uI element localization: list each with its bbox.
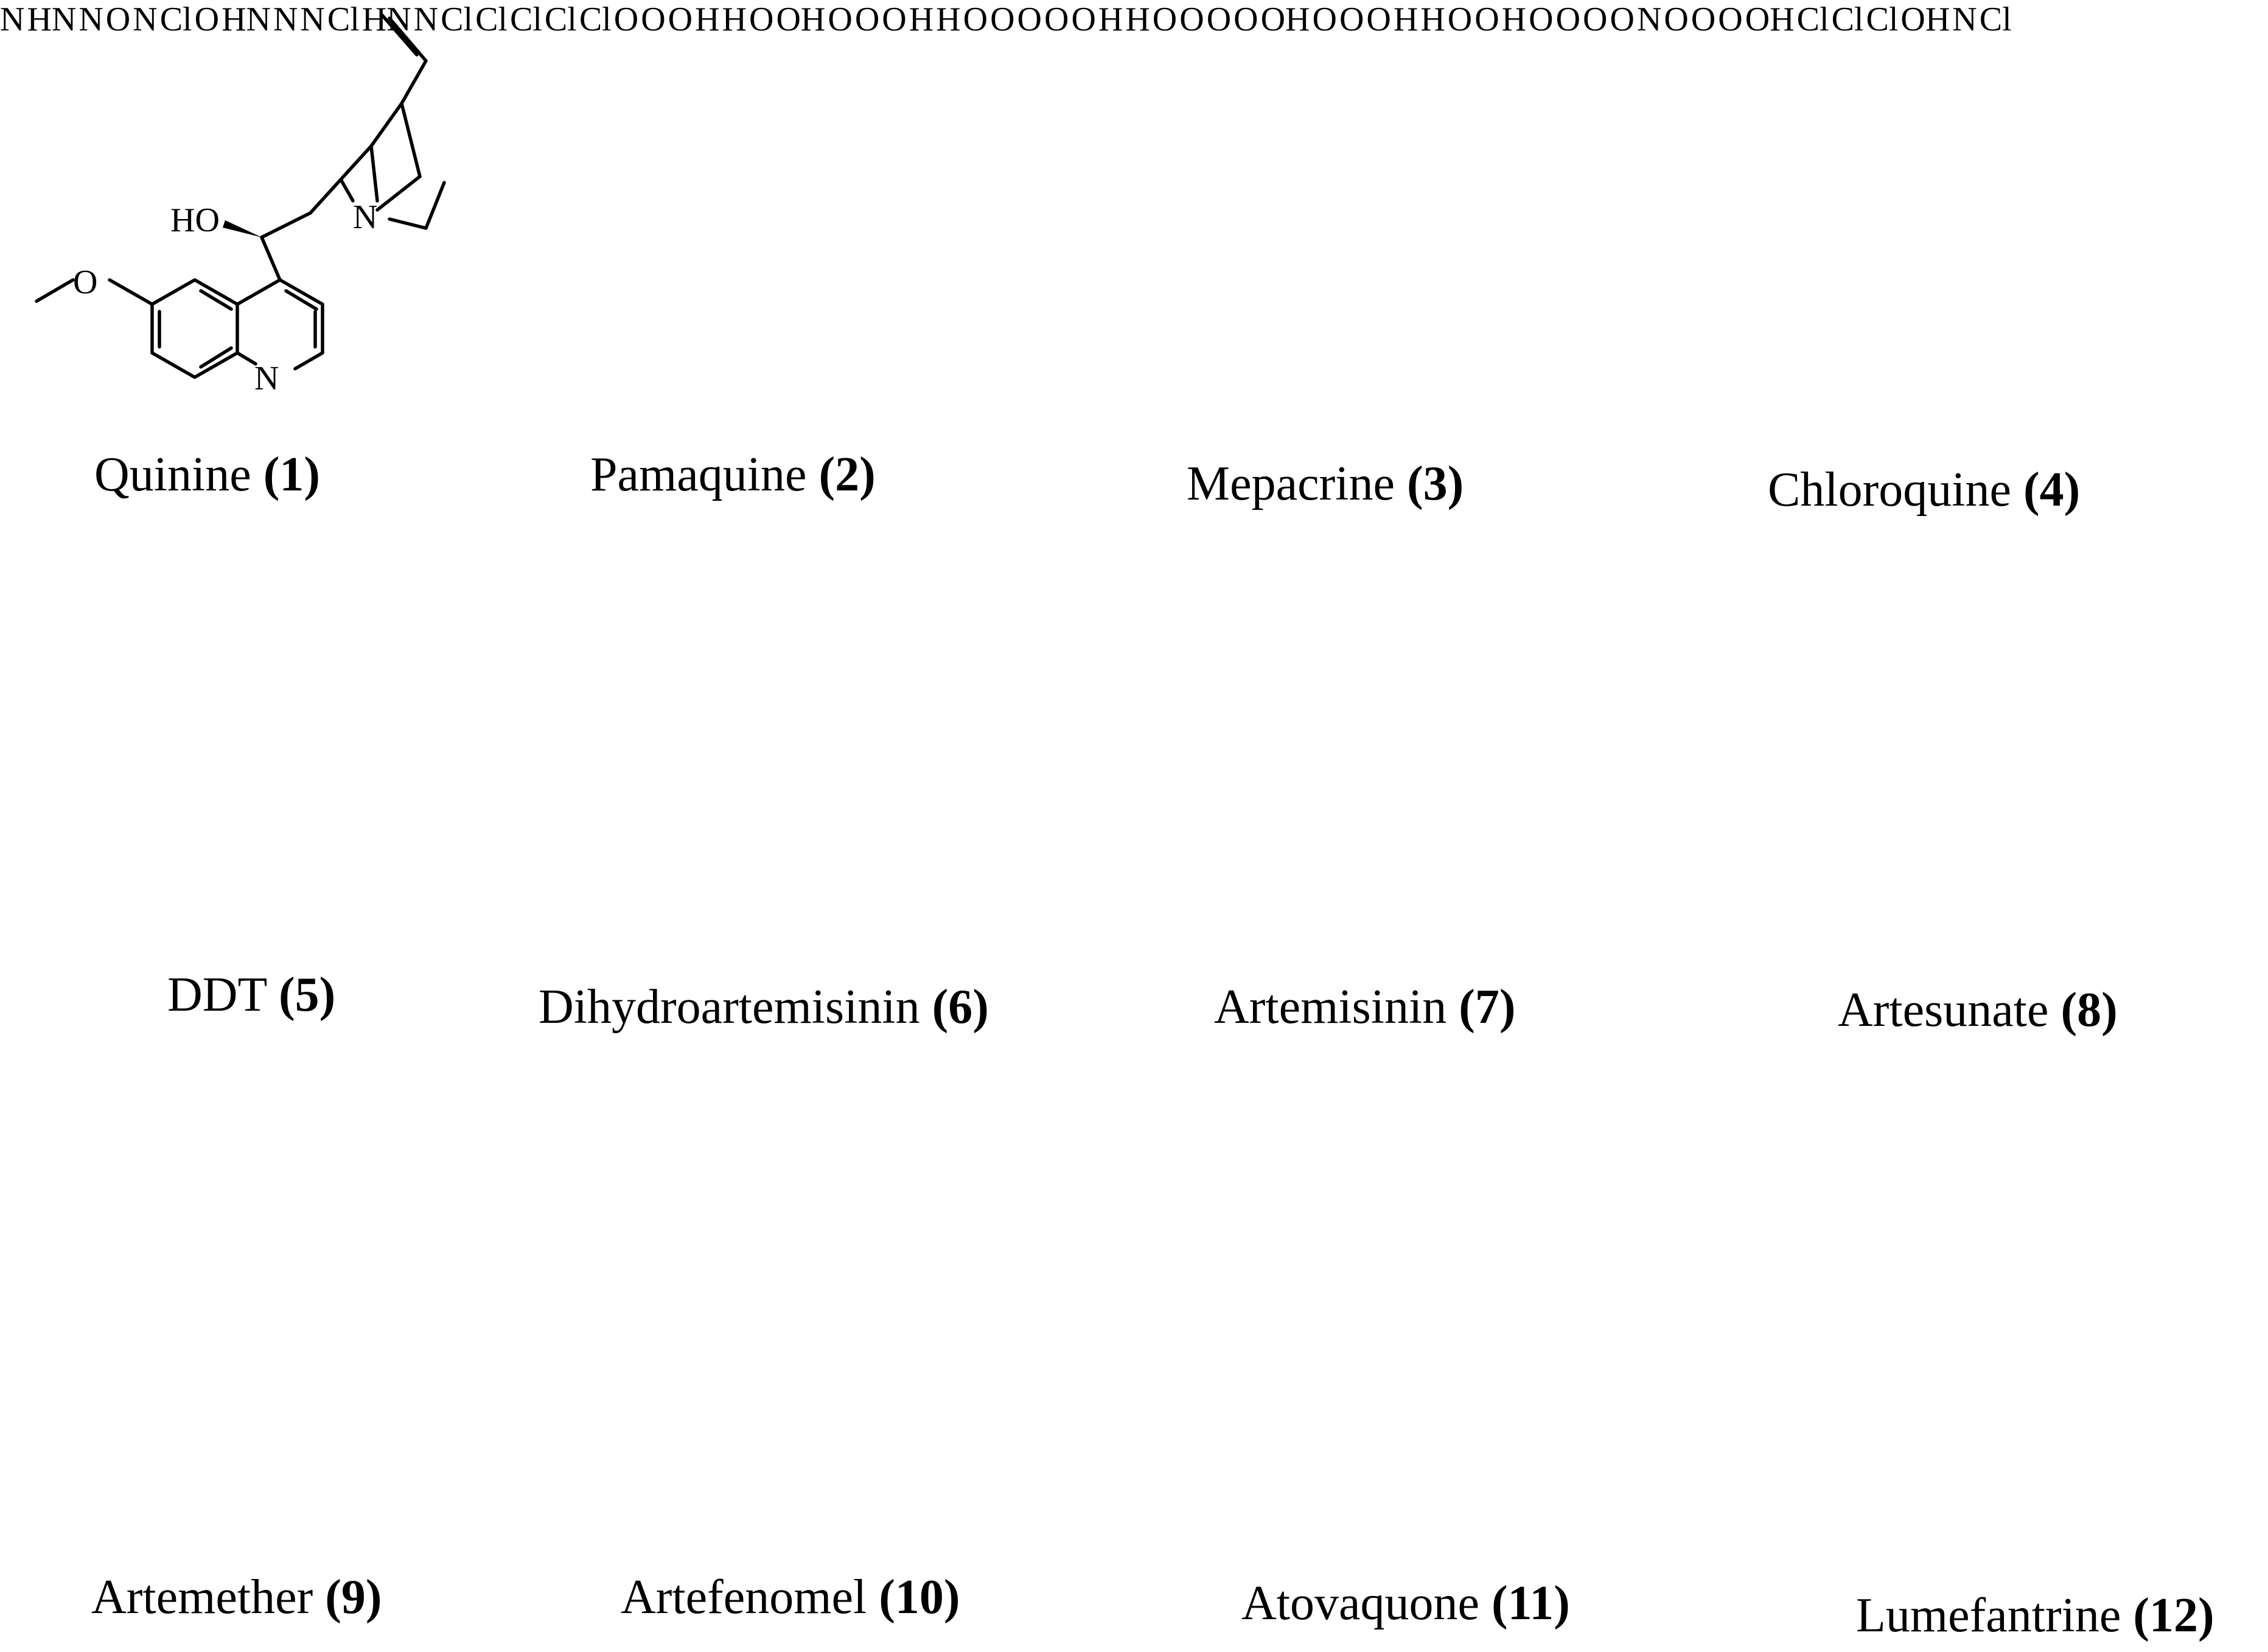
atom-O: O <box>1664 1 1689 38</box>
atom-Cl: Cl <box>1979 1 2012 38</box>
atom-N: N <box>300 1 325 38</box>
atom-O: O <box>1366 1 1391 38</box>
structure-pamaquine: N HN N O <box>0 1 133 38</box>
atom-Cl: Cl <box>1866 1 1899 38</box>
atom-O: O <box>1071 1 1096 38</box>
structure-dihydroartemisinin: O O O H H O OH <box>614 1 828 38</box>
atom-O: O <box>1555 1 1581 38</box>
atom-O: O <box>749 1 774 38</box>
atom-O: O <box>1233 1 1258 38</box>
atom-O: O <box>1529 1 1554 38</box>
atom-O: O <box>1044 1 1069 38</box>
atom-HN: HN <box>222 1 271 38</box>
atom-O: O <box>1312 1 1337 38</box>
atom-O: O <box>1339 1 1364 38</box>
atom-N: N <box>1636 1 1662 38</box>
structure-atovaquone: O O OH Cl <box>1691 1 1832 38</box>
structure-artesunate: O O O H H O O O O OH <box>1017 1 1313 38</box>
caption-pamaquine: Pamaquine (2) <box>590 448 876 501</box>
atom-O: O <box>828 1 853 38</box>
atom-O: O <box>668 1 693 38</box>
atom-O: O <box>105 1 131 38</box>
atom-O: O <box>963 1 988 38</box>
atom-O: O <box>1610 1 1635 38</box>
atom-H: H <box>1501 1 1527 38</box>
atom-H: H <box>722 1 747 38</box>
atom-Cl: Cl <box>441 1 473 38</box>
atom-O: O <box>1691 1 1716 38</box>
atom-Cl: Cl <box>159 1 192 38</box>
caption-chloroquine: Chloroquine (4) <box>1768 463 2081 517</box>
atom-OH: OH <box>1260 1 1310 38</box>
atom-O: O <box>641 1 666 38</box>
atom-O: O <box>1447 1 1473 38</box>
caption-artesunate: Artesunate (8) <box>1838 983 2118 1037</box>
atom-O: O <box>1152 1 1178 38</box>
atom-Cl: Cl <box>475 1 508 38</box>
caption-dihydroartemisinin: Dihydroartemisinin (6) <box>539 980 989 1034</box>
atom-O: O <box>854 1 880 38</box>
atom-N: N <box>79 1 103 38</box>
atom-Cl: Cl <box>509 1 542 38</box>
caption-quinine: Quinine (1) <box>94 448 321 501</box>
structure-mepacrine: N Cl O HN N <box>133 1 300 38</box>
atom-N: N <box>254 360 279 397</box>
atom-N: N <box>0 1 25 38</box>
atom-OH: OH <box>1900 1 1950 38</box>
caption-artefenomel: Artefenomel (10) <box>621 1570 960 1624</box>
atom-OH: OH <box>776 1 826 38</box>
atom-H: H <box>1098 1 1123 38</box>
atom-O: O <box>1206 1 1232 38</box>
atom-N: N <box>273 1 298 38</box>
caption-artemether: Artemether (9) <box>91 1570 382 1624</box>
structure-artefenomel: H O O O O N O <box>1502 1 1691 38</box>
atom-O: O <box>1583 1 1608 38</box>
atom-N: N <box>133 1 158 38</box>
atom-H: H <box>1393 1 1418 38</box>
atom-O: O <box>194 1 220 38</box>
atom-O: O <box>990 1 1015 38</box>
atom-HN: HN <box>27 1 77 38</box>
atom-N: N <box>353 198 377 236</box>
atom-O: O <box>1017 1 1042 38</box>
atom-H: H <box>1125 1 1150 38</box>
caption-ddt: DDT (5) <box>167 968 336 1022</box>
atom-H: H <box>936 1 961 38</box>
atom-O: O <box>1179 1 1204 38</box>
structure-artemisinin: O O O H H O O <box>828 1 1017 38</box>
atom-Cl: Cl <box>327 1 360 38</box>
atom-N: N <box>1952 1 1977 38</box>
atom-H: H <box>909 1 934 38</box>
atom-H: H <box>695 1 720 38</box>
caption-mepacrine: Mepacrine (3) <box>1187 457 1464 511</box>
atom-O: O <box>1474 1 1499 38</box>
caption-artemisinin: Artemisinin (7) <box>1214 980 1516 1034</box>
caption-atovaquone: Atovaquone (11) <box>1241 1577 1570 1630</box>
atom-Cl: Cl <box>1796 1 1829 38</box>
atom-H: H <box>1420 1 1445 38</box>
atom-Cl: Cl <box>544 1 577 38</box>
atom-HO: HO <box>170 201 220 239</box>
structure-quinine: N O HO N <box>35 13 446 397</box>
atom-OH: OH <box>1745 1 1795 38</box>
structure-lumefantrine: Cl Cl OH N Cl <box>1832 1 2012 38</box>
atom-O: O <box>73 263 97 301</box>
structure-ddt: Cl Cl Cl Cl Cl <box>441 1 614 38</box>
atom-O: O <box>882 1 907 38</box>
atom-O: O <box>613 1 639 38</box>
atom-Cl: Cl <box>1831 1 1864 38</box>
atom-O: O <box>1718 1 1743 38</box>
atom-Cl: Cl <box>579 1 612 38</box>
atom-N: N <box>413 1 439 38</box>
caption-lumefantrine: Lumefantrine (12) <box>1856 1589 2214 1642</box>
structure-artemether: O O O H H O O <box>1313 1 1502 38</box>
